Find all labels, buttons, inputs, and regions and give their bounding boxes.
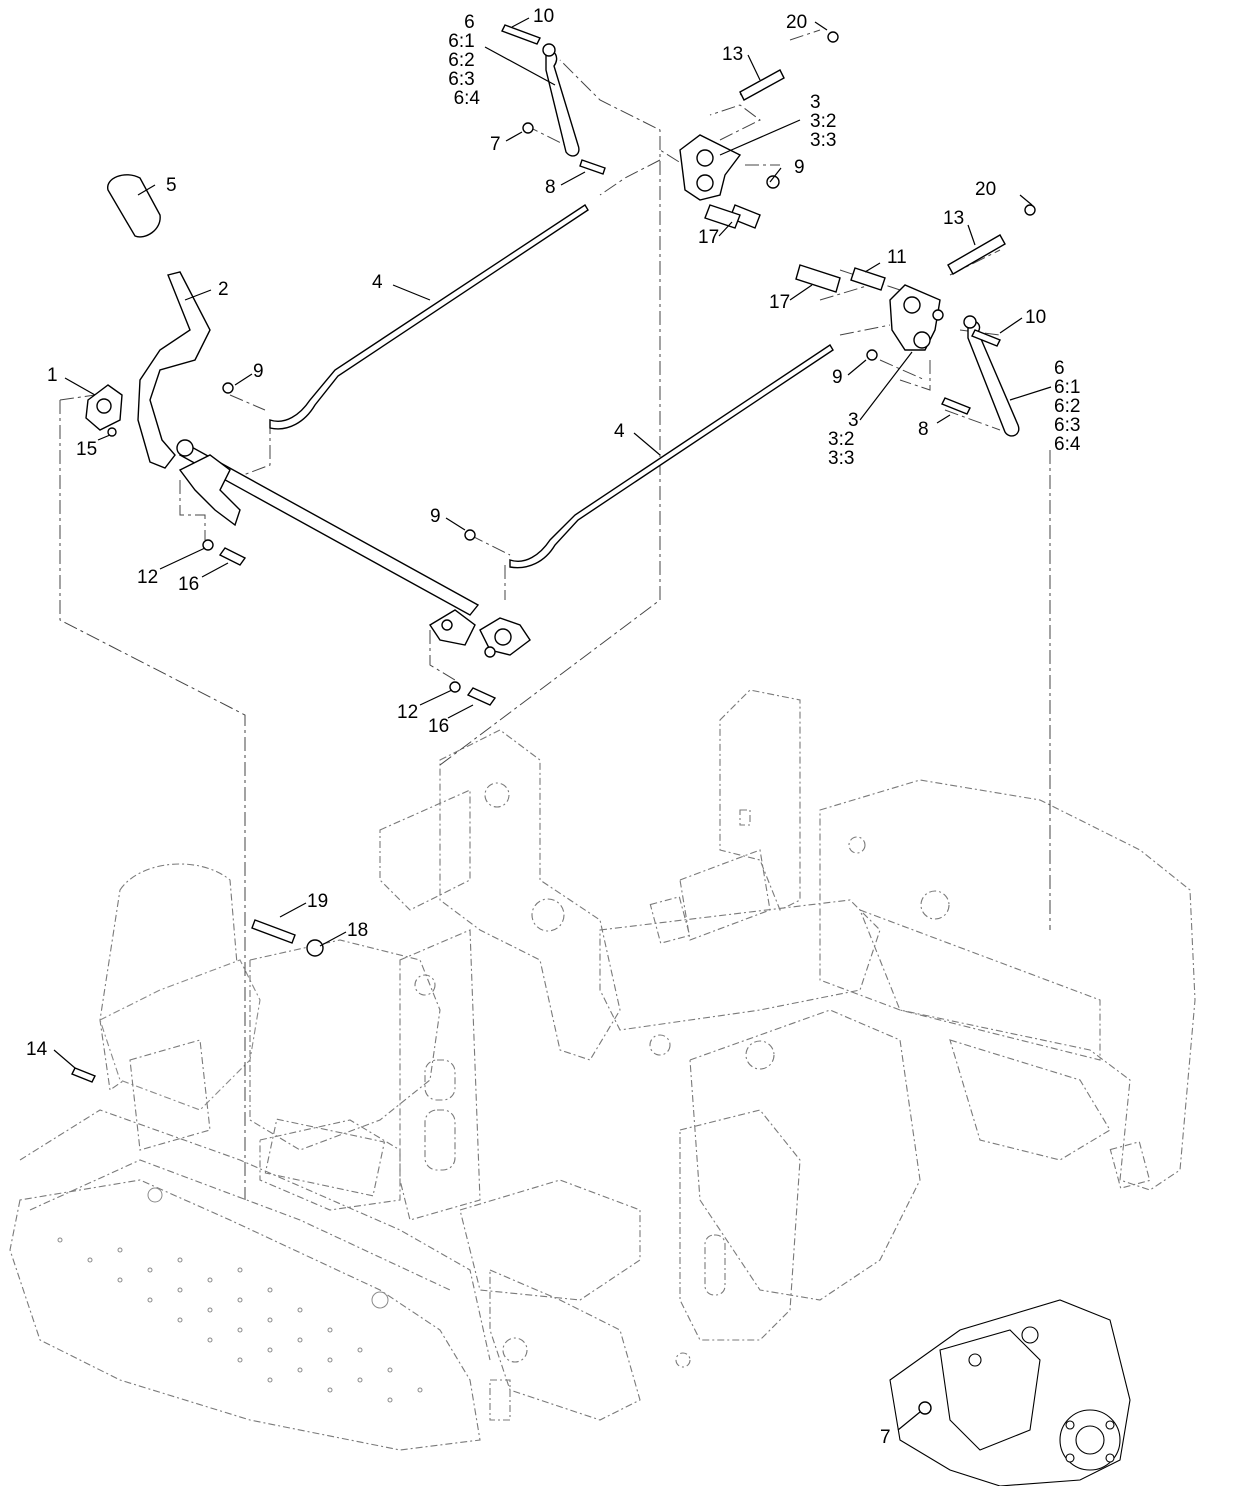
leader-lines xyxy=(53,17,1052,1431)
callout-8: 8 xyxy=(918,419,929,440)
callout-7: 7 xyxy=(880,1427,891,1448)
callout-12: 12 xyxy=(397,702,418,723)
return-spring-upper xyxy=(739,69,785,101)
callout-6: 6 6:1 6:2 6:3 6:4 xyxy=(1054,358,1086,455)
callout-1: 1 xyxy=(47,365,58,386)
control-lever xyxy=(137,271,211,469)
flange-bearing-left xyxy=(85,384,123,437)
control-rod-lower xyxy=(509,344,834,569)
callout-16: 16 xyxy=(428,716,449,737)
callout-6: 6 6:1 6:2 6:3 6:4 xyxy=(448,12,480,109)
callout-9: 9 xyxy=(832,367,843,388)
callout-16: 16 xyxy=(178,574,199,595)
callout-10: 10 xyxy=(1025,307,1046,328)
handle-grip xyxy=(107,174,161,238)
callout-11: 11 xyxy=(887,247,907,268)
callout-2: 2 xyxy=(218,279,229,300)
return-spring-right xyxy=(947,234,1006,275)
turnbuckle-upper xyxy=(545,50,580,157)
callout-20: 20 xyxy=(786,12,807,33)
callout-10: 10 xyxy=(533,6,554,27)
footrest-perforations xyxy=(57,1187,423,1403)
pivot-bracket-right xyxy=(889,284,944,351)
control-rod-upper xyxy=(269,204,589,430)
callout-5: 5 xyxy=(166,175,177,196)
callout-13: 13 xyxy=(722,44,743,65)
callout-9: 9 xyxy=(794,157,805,178)
callout-4: 4 xyxy=(614,421,625,442)
callout-14: 14 xyxy=(26,1039,48,1060)
callout-9: 9 xyxy=(253,361,264,382)
callout-18: 18 xyxy=(347,920,368,941)
callout-20: 20 xyxy=(975,179,996,200)
callout-3: 3 3:2 3:3 xyxy=(810,92,842,151)
bolt-19 xyxy=(251,919,296,944)
hydrostatic-motor xyxy=(889,1299,1131,1486)
callout-13: 13 xyxy=(943,208,964,229)
callout-15: 15 xyxy=(76,439,97,460)
callout-19: 19 xyxy=(307,891,328,912)
callout-3: 3 3:2 3:3 xyxy=(828,410,864,469)
callout-8: 8 xyxy=(545,177,556,198)
callout-17: 17 xyxy=(769,292,790,313)
callout-17: 17 xyxy=(698,227,719,248)
callout-4: 4 xyxy=(372,272,383,293)
callout-7: 7 xyxy=(490,134,501,155)
bolt-14 xyxy=(71,1067,96,1083)
callout-12: 12 xyxy=(137,567,158,588)
control-linkage xyxy=(71,24,1036,1415)
flange-bearing-right xyxy=(479,617,531,658)
callout-9: 9 xyxy=(430,506,441,527)
callout-labels: 10 6 6:1 6:2 6:3 6:4 20 13 3 3:2 3:3 7 9… xyxy=(26,6,1086,1448)
chassis-frame xyxy=(9,689,1196,1486)
